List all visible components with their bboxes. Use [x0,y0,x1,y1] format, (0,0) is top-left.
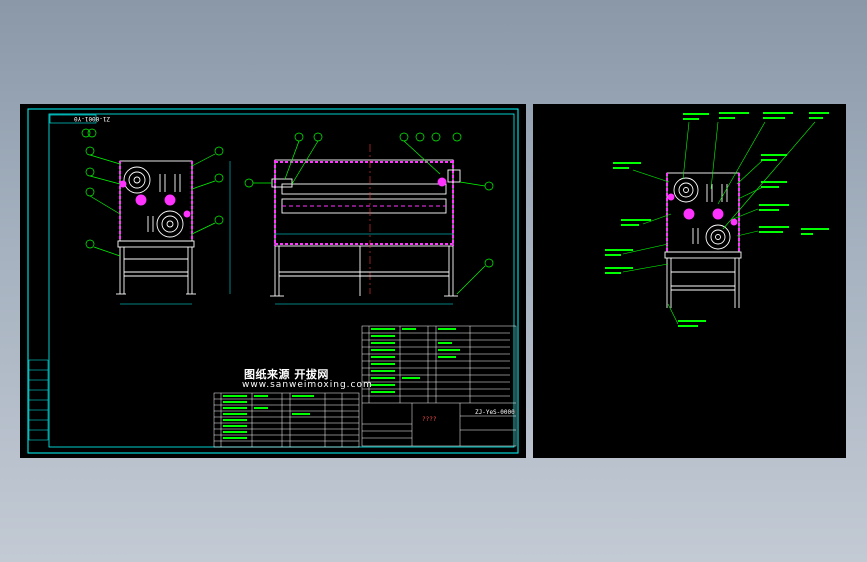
outer-frame [27,108,519,454]
front-view [116,160,231,305]
parts-list-left-text [223,395,314,439]
drawing-sheet-main[interactable]: Z1-0001-Y0 ???? ZJ-YeS-0000 图纸来源 开拔网 www… [20,104,526,458]
detail-leaders [622,121,816,325]
drawing-sheet-detail[interactable] [533,104,846,458]
drawing-canvas-detail[interactable] [533,104,846,458]
detail-annotation-text [605,112,829,327]
parts-list-right [361,325,517,447]
part-number-label: Z1-0001-Y0 [74,115,111,122]
detail-view [664,172,742,308]
drawing-canvas-main[interactable] [20,104,526,458]
balloon-callouts [81,128,494,295]
project-title-label: ???? [422,416,437,423]
parts-list-left [213,392,360,448]
part-number-box [49,114,97,124]
revision-table [28,359,49,441]
parts-list-right-text [371,328,460,393]
watermark-title: 图纸来源 开拔网 [244,368,329,381]
side-view [270,144,461,305]
watermark-url: www.sanweimoxing.com [242,380,373,390]
drawing-code-label: ZJ-YeS-0000 [475,409,515,416]
